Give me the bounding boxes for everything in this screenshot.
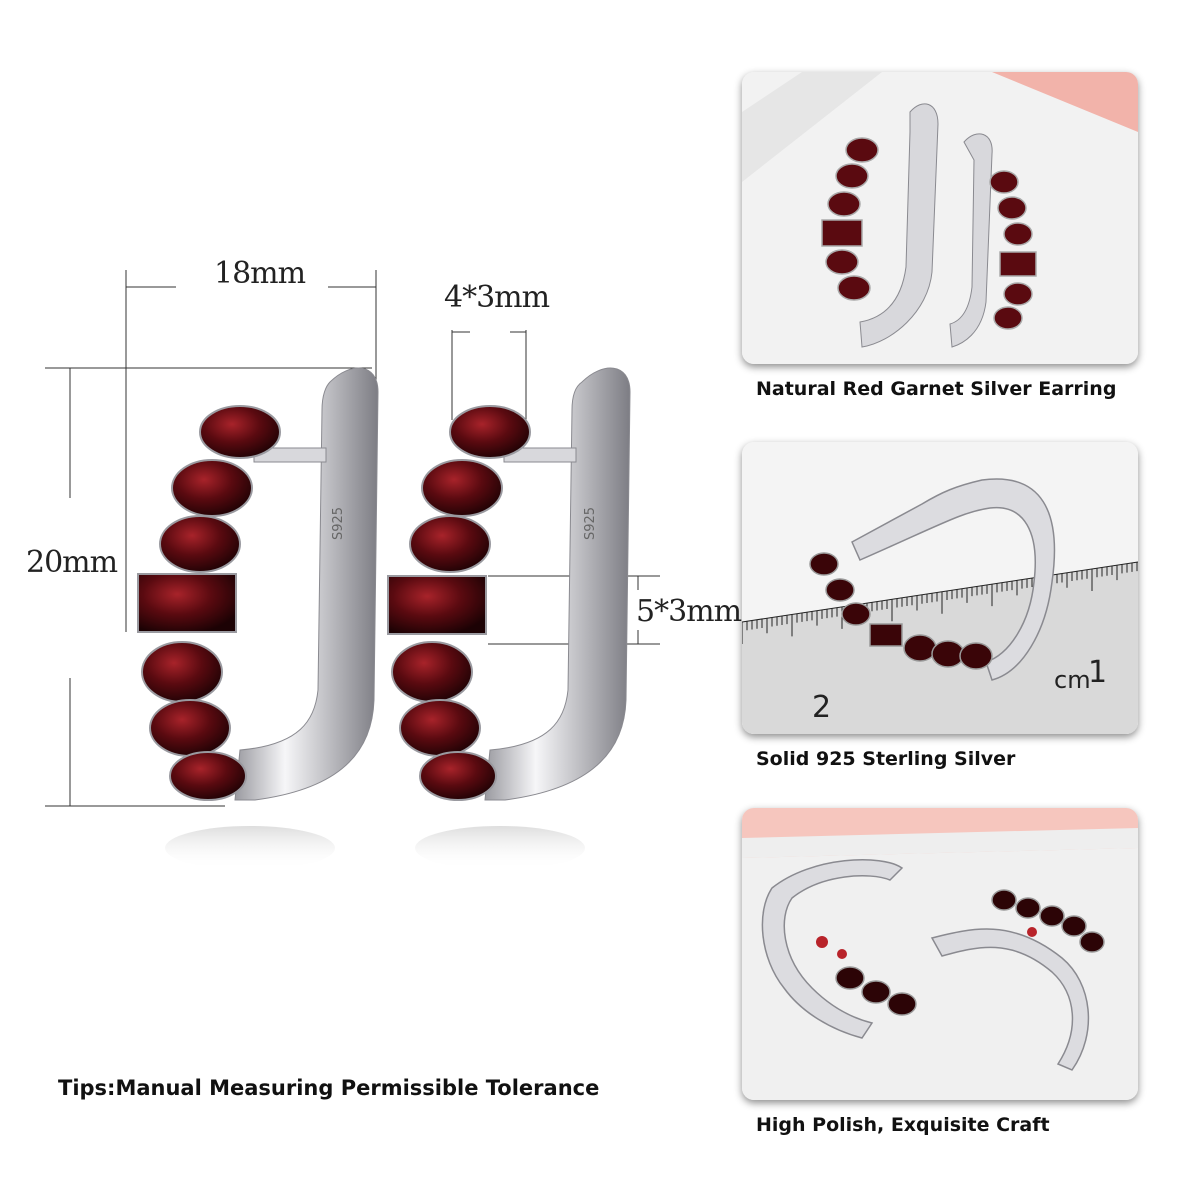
- left-earring: S925: [137, 367, 379, 870]
- panel-3-caption: High Polish, Exquisite Craft: [756, 1114, 1050, 1136]
- panel-2-caption: Solid 925 Sterling Silver: [756, 748, 1016, 770]
- engraving-right: S925: [583, 507, 598, 540]
- width-dimension-label: 18mm: [214, 256, 306, 291]
- center-stone-dimension-label: 5*3mm: [636, 594, 742, 629]
- product-photo-panel-1: [742, 72, 1138, 364]
- ruler-mark-1: 1: [1088, 655, 1107, 690]
- tolerance-tip: Tips:Manual Measuring Permissible Tolera…: [58, 1076, 600, 1100]
- height-dimension-label: 20mm: [26, 545, 118, 580]
- top-stone-dimension-label: 4*3mm: [444, 280, 550, 315]
- earring-on-ruler-photo: 2 cm 1: [742, 442, 1138, 734]
- right-earring: S925: [387, 367, 631, 870]
- product-photo-panel-3: [742, 808, 1138, 1100]
- engraving-left: S925: [331, 507, 346, 540]
- earring-measurement-drawing: S925 S925: [45, 270, 660, 870]
- product-photo-panel-2: 2 cm 1: [742, 442, 1138, 734]
- measured-earrings-figure: S925 S925 18mm 20mm 4*3mm 5*3mm: [26, 256, 742, 870]
- ruler-mark-2: 2: [812, 690, 831, 725]
- ruler-unit: cm: [1054, 666, 1091, 694]
- panel-1-caption: Natural Red Garnet Silver Earring: [756, 378, 1117, 400]
- earring-clasp-photo: [742, 808, 1138, 1100]
- earring-pair-photo: [742, 72, 1138, 364]
